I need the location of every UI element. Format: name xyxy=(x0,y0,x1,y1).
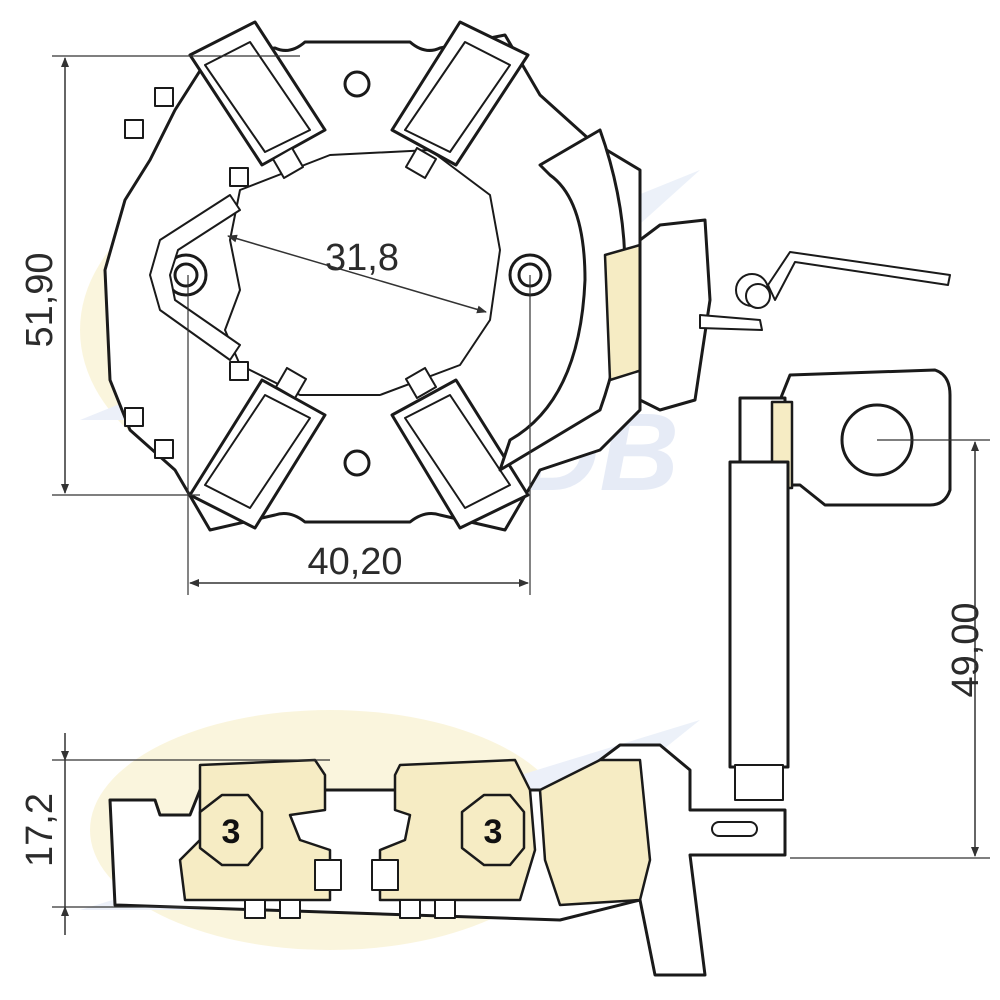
lead-wire-assembly xyxy=(728,368,952,801)
dim-height-top: 51,90 xyxy=(19,55,300,496)
left-spring-clip xyxy=(149,194,241,361)
edge-tab-5 xyxy=(229,167,249,187)
dim-width-bottom: 40,20 xyxy=(187,275,531,595)
dim-brush-distance-label: 31,8 xyxy=(325,237,399,279)
dim-side-height: 17,2 xyxy=(19,733,330,935)
edge-tab-4 xyxy=(154,439,174,459)
brush-box-bottom-right xyxy=(390,366,530,530)
edge-tab-2 xyxy=(154,87,174,107)
foot-3 xyxy=(399,899,421,919)
badge-right: 3 xyxy=(460,793,526,867)
torsion-spring xyxy=(699,251,951,331)
mount-hole-top xyxy=(343,70,371,98)
badge-left: 3 xyxy=(198,793,264,867)
dim-width-bottom-label: 40,20 xyxy=(307,541,402,583)
dim-height-top-label: 51,90 xyxy=(19,252,61,347)
dim-lead-length-label: 49,00 xyxy=(945,602,987,697)
edge-tab-3 xyxy=(124,407,144,427)
brush-box-bottom-left xyxy=(188,366,327,530)
clip-right xyxy=(371,859,399,891)
foot-4 xyxy=(434,899,456,919)
lead-sleeve xyxy=(728,460,790,769)
brush-holder-side-view: 3 3 xyxy=(108,743,787,977)
mount-hole-bottom xyxy=(343,449,371,477)
right-terminal-strip xyxy=(498,128,627,472)
foot-1 xyxy=(244,899,266,919)
right-connector-block xyxy=(638,218,712,412)
foot-2 xyxy=(279,899,301,919)
badge-right-label: 3 xyxy=(484,813,503,851)
badge-left-label: 3 xyxy=(222,813,241,851)
dim-side-height-label: 17,2 xyxy=(19,793,61,867)
lead-sleeve-end xyxy=(734,764,784,801)
brush-box-top-right xyxy=(390,20,530,180)
side-slot xyxy=(711,821,758,837)
dim-lead-length: 49,00 xyxy=(790,439,990,859)
edge-tab-6 xyxy=(229,361,249,381)
side-connector xyxy=(538,758,652,907)
clip-left xyxy=(314,859,342,891)
right-insulator xyxy=(603,243,644,382)
rivet-left-inner xyxy=(173,262,199,288)
dim-brush-distance: 31,8 xyxy=(227,234,487,314)
edge-tab-1 xyxy=(124,119,144,139)
brush-box-top-left xyxy=(188,20,327,180)
